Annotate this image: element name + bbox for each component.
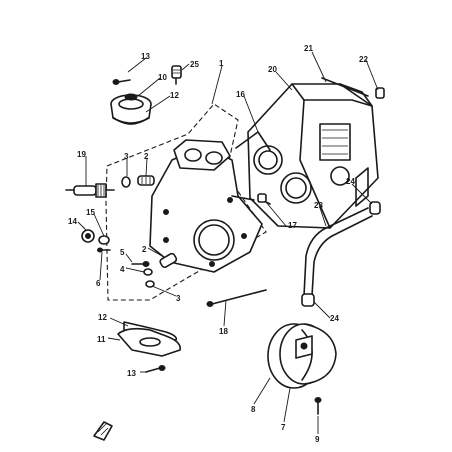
plug-14 [81, 229, 95, 243]
callout-4: 4 [120, 265, 125, 274]
pin-2-upper [137, 175, 155, 186]
callout-8: 8 [251, 405, 256, 414]
pin-22 [375, 87, 385, 99]
callout-16: 16 [236, 90, 245, 99]
pin-2-lower [159, 252, 178, 269]
outline-1 [105, 103, 267, 301]
washer-4 [143, 268, 153, 276]
bolt-13-lower [145, 365, 166, 373]
callout-10: 10 [158, 73, 167, 82]
callout-6: 6 [96, 279, 101, 288]
cover-7 [279, 323, 337, 385]
cap-gasket-12 [113, 117, 149, 125]
small-bracket [93, 421, 113, 441]
bolt-5 [131, 261, 150, 267]
callout-23: 23 [314, 201, 323, 210]
bolt-13-top [112, 79, 131, 85]
callout-13-top: 13 [141, 52, 150, 61]
exhaust-manifold-body [149, 139, 263, 273]
callout-17: 17 [288, 221, 297, 230]
callout-2-lower: 2 [142, 245, 147, 254]
plug-25 [171, 65, 182, 85]
callout-25: 25 [190, 60, 199, 69]
callout-19: 19 [77, 150, 86, 159]
callout-20: 20 [268, 65, 277, 74]
bolt-9 [314, 397, 322, 415]
bolt-6 [97, 247, 111, 253]
callout-11: 11 [97, 335, 106, 344]
callout-3-upper: 3 [124, 152, 129, 161]
callouts: 13 25 10 12 1 21 22 20 16 19 3 2 14 15 2… [68, 44, 368, 444]
spark-plug-19 [65, 183, 115, 198]
plate-11 [117, 327, 182, 357]
callout-24-upper: 24 [346, 177, 355, 186]
callout-21: 21 [304, 44, 313, 53]
callout-14: 14 [68, 217, 77, 226]
callout-12-lower: 12 [98, 313, 107, 322]
cylinder-cover-21 [321, 77, 373, 107]
bolt-18 [206, 289, 267, 307]
pipe-23 [303, 207, 373, 297]
callout-24-lower: 24 [330, 314, 339, 323]
callout-5: 5 [120, 248, 125, 257]
cap-cover-10 [110, 93, 152, 124]
callout-9: 9 [315, 435, 320, 444]
callout-7: 7 [281, 423, 286, 432]
callout-13-lower: 13 [127, 369, 136, 378]
callout-12-top: 12 [170, 91, 179, 100]
leader-lines [77, 51, 379, 434]
callout-2-upper: 2 [144, 152, 149, 161]
cylinder-block-20 [247, 83, 379, 229]
spacer-3-lower [145, 280, 155, 288]
connector-24-lower [301, 293, 315, 307]
callout-15: 15 [86, 208, 95, 217]
spacer-3-upper [121, 176, 131, 188]
callout-1: 1 [219, 59, 224, 68]
callout-3-lower: 3 [176, 294, 181, 303]
callout-22: 22 [359, 55, 368, 64]
washer-15 [98, 235, 110, 245]
connector-24-upper [369, 201, 381, 215]
callout-18: 18 [219, 327, 228, 336]
